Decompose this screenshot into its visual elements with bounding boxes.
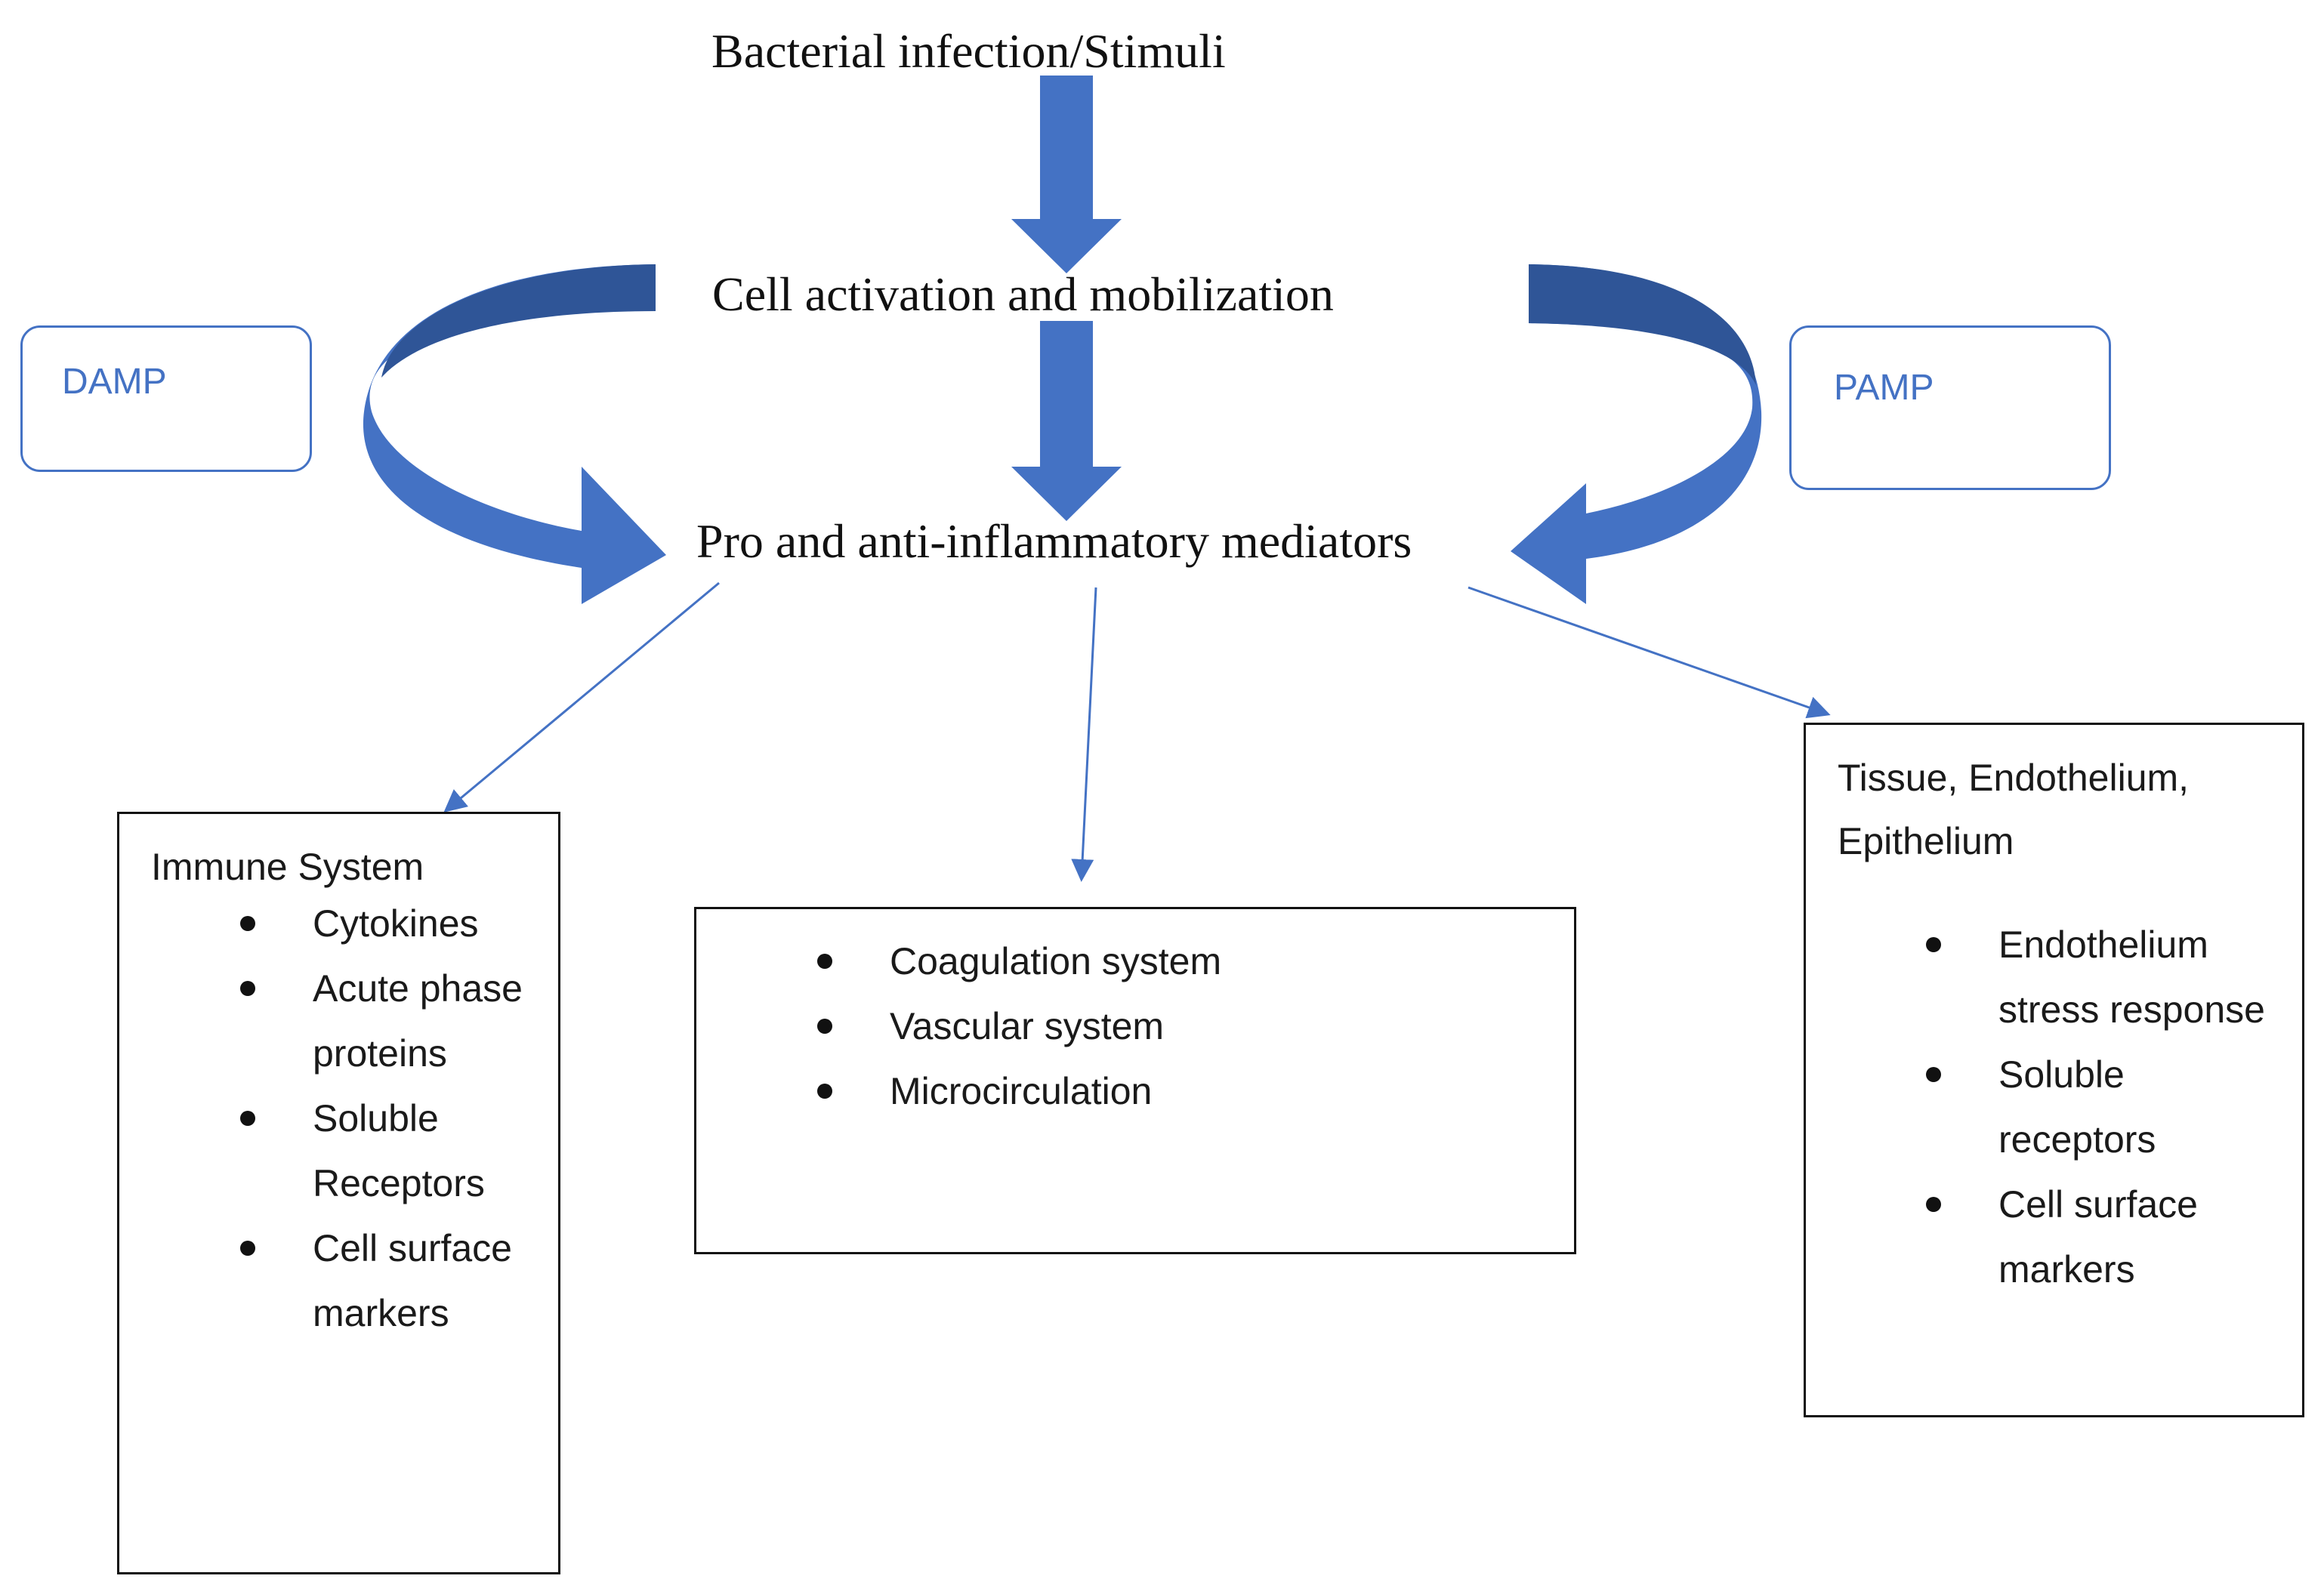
curved-arrow-left [363,264,666,604]
arrow-stimuli-to-activation [1011,76,1122,273]
immune-item: Cytokines [240,891,539,956]
tissue-item: Cell surface markers [1926,1172,2278,1302]
vascular-item: Vascular system [817,994,1554,1059]
stimuli-label: Bacterial infection/Stimuli [711,24,1226,78]
mediators-label: Pro and anti-inflammatory mediators [696,514,1412,568]
activation-label: Cell activation and mobilization [712,267,1334,321]
tissue-item: Soluble receptors [1926,1042,2278,1172]
pamp-box: PAMP [1789,325,2111,490]
immune-heading: Immune System [151,846,424,888]
curved-arrow-left-shade [381,264,656,378]
damp-box: DAMP [20,325,312,472]
immune-item: Cell surface markers [240,1216,539,1346]
tissue-item: Endothelium stress response [1926,912,2278,1042]
immune-list: Cytokines Acute phase proteins Soluble R… [240,891,539,1346]
tissue-box: Tissue, Endothelium, Epithelium Endothel… [1804,723,2304,1417]
damp-label: DAMP [62,362,167,402]
pamp-label: PAMP [1834,368,1934,408]
vascular-item: Microcirculation [817,1059,1554,1124]
vascular-box: Coagulation system Vascular system Micro… [694,907,1576,1254]
arrow-to-vascular [1071,587,1097,882]
arrow-to-tissue [1468,586,1831,719]
immune-item: Soluble Receptors [240,1086,539,1216]
tissue-heading: Tissue, Endothelium, Epithelium [1838,757,2190,862]
immune-item: Acute phase proteins [240,956,539,1086]
curved-arrow-right-shade [1529,264,1756,385]
vascular-item: Coagulation system [817,929,1554,994]
vascular-list: Coagulation system Vascular system Micro… [817,929,1554,1124]
tissue-list: Endothelium stress response Soluble rece… [1926,912,2278,1302]
curved-arrow-right [1511,264,1762,604]
arrow-activation-to-mediators [1011,321,1122,521]
immune-system-box: Immune System Cytokines Acute phase prot… [117,812,560,1574]
arrow-to-immune [443,581,720,813]
